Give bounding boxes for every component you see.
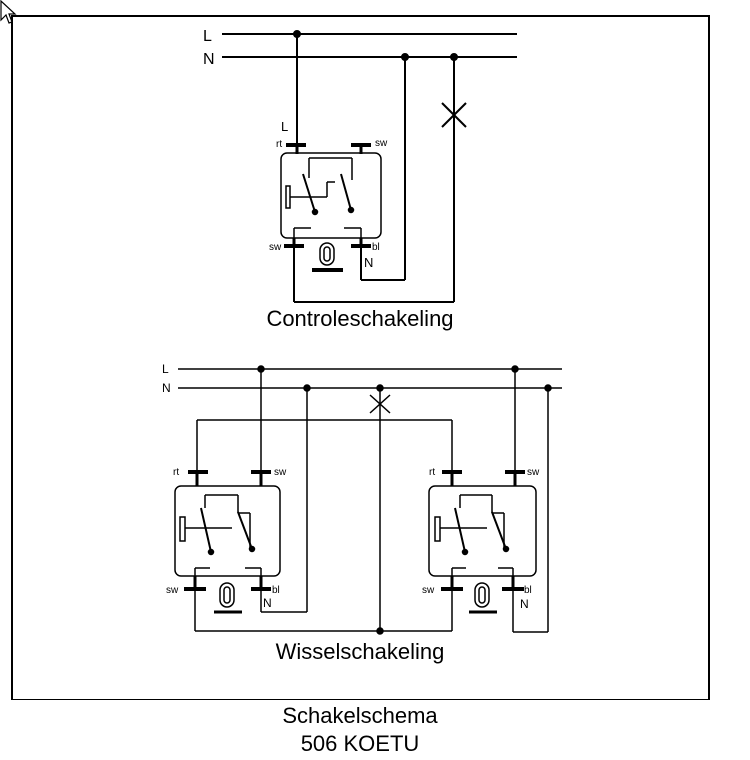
right-term-sw-label: sw (527, 467, 540, 478)
diagram-frame (11, 15, 710, 700)
left-term-bl-label: bl (272, 585, 280, 596)
left-term-rt-label: rt (173, 467, 179, 478)
top-indicator-lamp-icon (312, 242, 343, 272)
right-term-bl-label: bl (524, 585, 532, 596)
mouse-cursor-icon (0, 0, 17, 24)
left-term-N-label: N (263, 596, 272, 610)
top-term-sw-label: sw (375, 138, 388, 149)
bottom-line-L-label: L (162, 362, 169, 376)
right-switch-box (428, 485, 537, 577)
right-term-sw-bottom-label: sw (422, 585, 435, 596)
caption-title: Schakelschema (282, 703, 438, 728)
caption-model: 506 KOETU (300, 731, 420, 756)
left-switch-box (174, 485, 281, 577)
left-switch (174, 470, 281, 614)
top-term-sw-bottom-label: sw (269, 242, 282, 253)
wiring-diagram: L N L rt sw sw bl N Controleschakeling (11, 15, 710, 700)
left-term-sw-bottom-label: sw (166, 585, 179, 596)
top-term-L-label: L (281, 119, 288, 134)
top-switch-box (280, 152, 382, 239)
top-line-L-label: L (203, 28, 212, 45)
left-term-sw-label: sw (274, 467, 287, 478)
top-line-N-label: N (203, 51, 215, 68)
bottom-line-N-label: N (162, 381, 171, 395)
top-switch-mechanism (285, 157, 362, 238)
top-term-bl-label: bl (372, 242, 380, 253)
two-way-circuit (174, 365, 562, 635)
two-way-circuit-title: Wisselschakeling (276, 639, 445, 664)
top-term-N-label: N (364, 255, 373, 270)
control-circuit-title: Controleschakeling (266, 306, 453, 331)
control-circuit (222, 30, 517, 303)
top-term-rt-label: rt (276, 139, 282, 150)
right-term-rt-label: rt (429, 467, 435, 478)
lamp-icon (441, 102, 467, 128)
right-switch (428, 470, 537, 614)
lamp-icon (369, 394, 391, 414)
right-term-N-label: N (520, 597, 529, 611)
